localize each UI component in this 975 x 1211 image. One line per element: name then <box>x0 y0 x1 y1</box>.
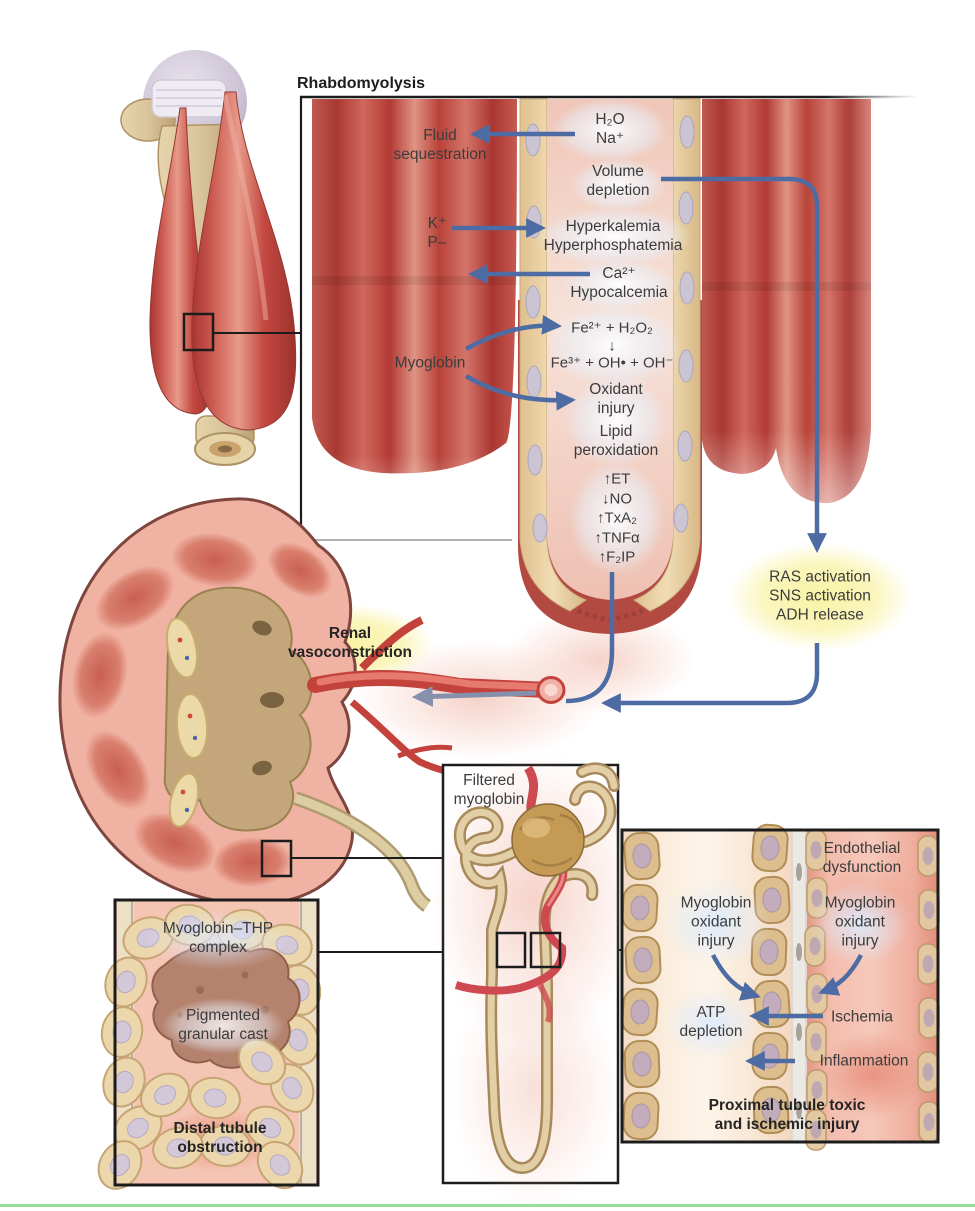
label-myoglobin-oxidant-right: Myoglobin oxidant injury <box>824 894 896 950</box>
label-filtered-myoglobin: Filtered myoglobin <box>453 772 525 808</box>
arrow-myoglobin-fenton <box>464 314 562 351</box>
label-myoglobin: Myoglobin <box>394 354 466 372</box>
label-atp-depletion: ATP depletion <box>679 1004 743 1040</box>
label-neurohormonal: RAS activation SNS activation ADH releas… <box>769 568 871 624</box>
pelvis-openings <box>252 620 284 776</box>
panel-title: Rhabdomyolysis <box>297 75 426 92</box>
arrow-oxidant-right <box>818 953 863 996</box>
muscle-limb-illustration <box>120 50 297 466</box>
callout-square-nephron-right <box>529 931 562 969</box>
label-renal-vasoconstriction: Renal vasoconstriction <box>287 625 413 661</box>
label-pigmented-cast: Pigmented granular cast <box>178 1007 268 1043</box>
label-volume-depletion: Volume depletion <box>586 163 650 199</box>
renal-pyramids <box>72 532 333 888</box>
label-myoglobin-oxidant-left: Myoglobin oxidant injury <box>680 894 752 950</box>
kidney-illustration <box>58 497 566 912</box>
label-oxidant-injury: Oxidant injury <box>589 381 643 417</box>
label-endothelial-dysfunction: Endothelial dysfunction <box>822 840 902 876</box>
neurohormonal-highlight <box>728 543 912 651</box>
endothelium-nuclei <box>796 863 802 1119</box>
label-mediators: ↑ET ↓NO ↑TxA₂ ↑TNFα ↑F₂IP <box>594 470 640 566</box>
arrow-myoglobin-oxidant <box>464 374 576 411</box>
label-hyperkalemia: Hyperkalemia Hyperphosphatemia <box>543 218 683 254</box>
blood-flow-arrow <box>411 685 537 707</box>
label-k-p: K⁺ P– <box>427 215 447 251</box>
arrow-ras-to-artery <box>601 643 820 713</box>
distal-tubule-box <box>89 898 327 1199</box>
flow-arrows <box>452 124 827 713</box>
label-lipid-peroxidation: Lipid peroxidation <box>573 423 659 459</box>
label-fluid-sequestration: Fluid sequestration <box>393 127 487 163</box>
calyx-deposits <box>165 617 209 828</box>
muscle-cross-section <box>305 97 945 760</box>
caption-distal-tubule: Distal tubule obstruction <box>173 1120 267 1156</box>
label-calcium: Ca²⁺ Hypocalcemia <box>570 265 668 301</box>
muscle-belly-main <box>191 91 297 431</box>
label-fenton-reaction: Fe²⁺ + H₂O₂ ↓ Fe³⁺ + OH• + OH⁻ <box>550 319 674 372</box>
arrow-tubule-to-artery <box>565 572 615 704</box>
label-ischemia: Ischemia <box>830 1008 894 1026</box>
proximal-tubule-box <box>620 822 940 1151</box>
label-myoglobin-thp: Myoglobin–THP complex <box>162 920 274 956</box>
nephron-panel <box>430 750 640 1210</box>
label-h2o-na: H₂O Na⁺ <box>595 111 625 147</box>
label-inflammation: Inflammation <box>819 1052 909 1070</box>
callout-square-nephron-left <box>495 931 527 969</box>
page-bottom-rule <box>0 1204 975 1207</box>
arrow-oxidant-left <box>711 953 761 1001</box>
arrow-volume-to-ras <box>661 176 827 553</box>
myocyte-nuclei <box>525 115 695 543</box>
renal-pelvis <box>163 586 313 832</box>
caption-proximal-tubule: Proximal tubule toxic and ischemic injur… <box>708 1097 866 1133</box>
ureter <box>293 793 430 910</box>
proximal-arrows <box>711 953 863 1071</box>
